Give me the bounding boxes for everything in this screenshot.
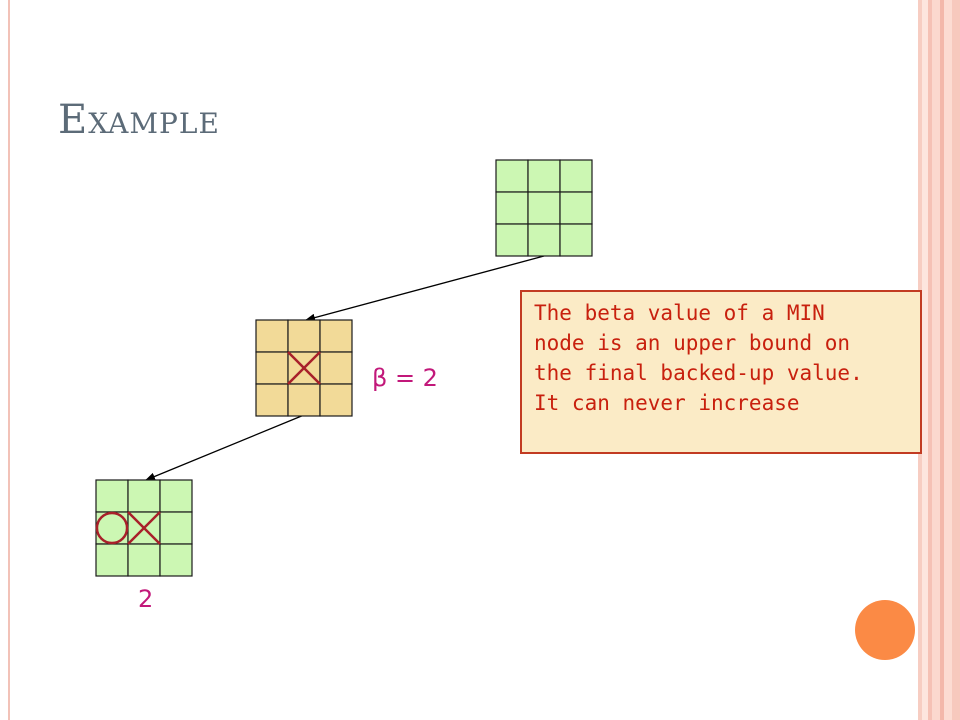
board-cell [495, 223, 529, 257]
board-cell [159, 479, 193, 513]
board-cell [287, 383, 321, 417]
beta-label: β = 2 [372, 364, 438, 392]
right-stripe-6 [944, 0, 952, 720]
board-cell [95, 479, 129, 513]
right-stripe-2 [922, 0, 928, 720]
board-cell [159, 511, 193, 545]
slide-title-rest: xample [88, 97, 220, 143]
explanation-callout: The beta value of a MIN node is an upper… [520, 290, 922, 454]
board-cell [319, 319, 353, 353]
right-stripe-4 [932, 0, 940, 720]
edge-root-to-min [305, 255, 545, 322]
x-mark [127, 511, 161, 545]
o-mark [95, 511, 129, 545]
callout-text: The beta value of a MIN node is an upper… [534, 301, 863, 415]
board-cell [255, 351, 289, 385]
right-stripe-3 [928, 0, 932, 720]
left-border-line [8, 0, 10, 720]
board-cell [559, 159, 593, 193]
board-cell [495, 159, 529, 193]
slide-title: Example [58, 100, 220, 140]
right-stripe-5 [940, 0, 944, 720]
board-cell [319, 351, 353, 385]
board-cell [527, 191, 561, 225]
x-mark [287, 351, 321, 385]
board-cell [495, 191, 529, 225]
board-cell [159, 543, 193, 577]
edge-min-to-leaf [145, 414, 305, 481]
board-cell [255, 319, 289, 353]
board-cell [127, 479, 161, 513]
leaf-value-label: 2 [138, 585, 154, 613]
board-cell [95, 543, 129, 577]
right-stripe-7 [952, 0, 960, 720]
board-cell [319, 383, 353, 417]
board-cell [287, 319, 321, 353]
board-cell [559, 223, 593, 257]
board-cell [559, 191, 593, 225]
board-cell [527, 223, 561, 257]
min-board [255, 319, 353, 417]
slide-title-initial: E [58, 97, 89, 143]
board-cell [127, 543, 161, 577]
leaf-board [95, 479, 193, 577]
board-cell [255, 383, 289, 417]
root-board [495, 159, 593, 257]
board-cell [527, 159, 561, 193]
orange-circle-icon [855, 600, 915, 660]
